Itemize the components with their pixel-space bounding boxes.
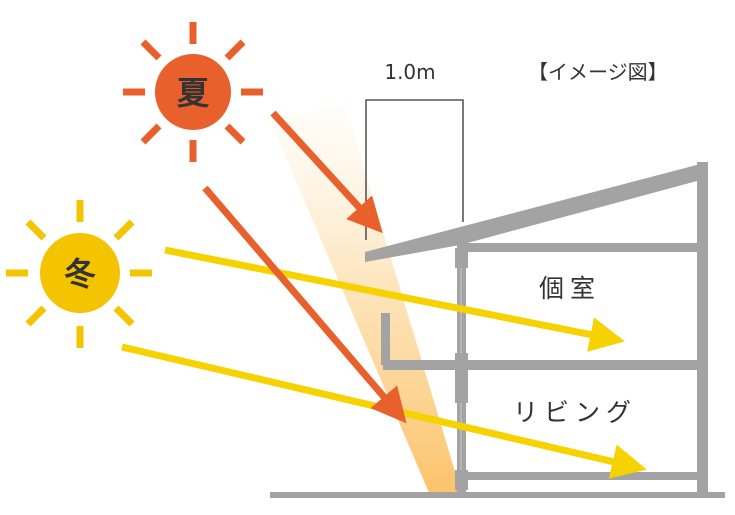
window-mark-bottom: [455, 470, 468, 490]
roof: [365, 162, 708, 262]
winter-ray-upper: [164, 246, 625, 352]
winter-sun-icon: 冬: [6, 200, 152, 348]
summer-ray-lower: [202, 185, 407, 424]
right-wall: [697, 162, 708, 496]
balcony-parapet: [381, 313, 390, 365]
diagram-caption: 【イメージ図】: [528, 60, 668, 84]
upper-ceiling: [462, 243, 700, 252]
window-mark-top: [455, 248, 468, 268]
house: [365, 162, 708, 496]
lower-room-label: リビング: [513, 398, 637, 427]
middle-floor: [383, 360, 700, 370]
winter-sun-label: 冬: [64, 255, 96, 293]
eave-dimension-bracket: [365, 99, 464, 240]
summer-sun-label: 夏: [177, 74, 210, 112]
summer-sun-beam: [270, 105, 462, 495]
window-mark-mid: [455, 353, 468, 403]
summer-ray-upper: [270, 110, 383, 234]
summer-sun-icon: 夏: [123, 22, 263, 162]
eave-dimension-label: 1.0m: [384, 60, 435, 84]
upper-room-label: 個室: [539, 274, 601, 303]
ground-line: [270, 492, 725, 498]
lower-floor: [462, 472, 700, 480]
